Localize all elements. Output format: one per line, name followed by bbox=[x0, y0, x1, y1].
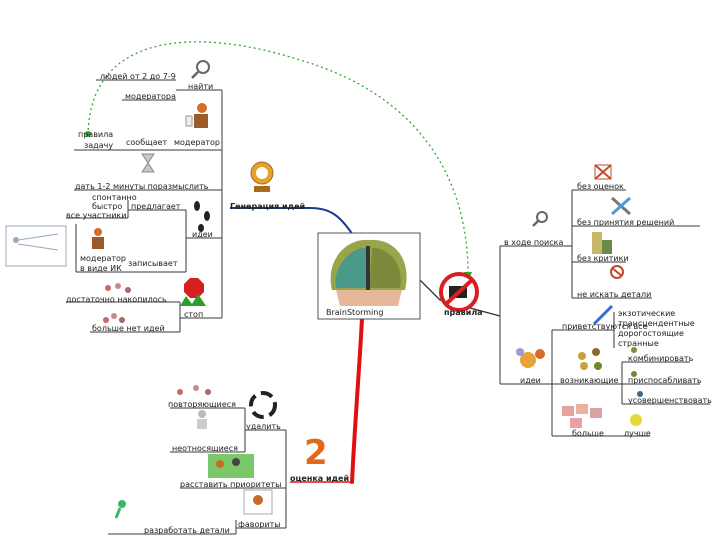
connector-evaluation bbox=[350, 316, 364, 484]
no-camera-icon bbox=[439, 272, 479, 312]
node-enough[interactable]: достаточно накопилось bbox=[66, 295, 167, 304]
node-no-decisions[interactable]: без принятия решений bbox=[577, 218, 675, 227]
node-moderator[interactable]: модератора bbox=[125, 92, 176, 101]
rotating-arrows-icon bbox=[249, 391, 277, 419]
node-better[interactable]: лучше bbox=[624, 429, 651, 438]
node-ideas[interactable]: идеи bbox=[192, 230, 213, 239]
center-label[interactable]: BrainStorming bbox=[326, 308, 384, 317]
step-number: 2 bbox=[304, 433, 328, 473]
node-no-criticism[interactable]: без критики bbox=[577, 254, 629, 263]
node-exotic3[interactable]: дорогостоящие bbox=[618, 329, 684, 338]
node-people[interactable]: людей от 2 до 7-9 bbox=[100, 72, 176, 81]
no-details-icon bbox=[610, 265, 624, 279]
branch-rules[interactable]: правила bbox=[444, 308, 483, 317]
people-icon bbox=[105, 283, 131, 293]
node-in-form[interactable]: в виде ИК bbox=[80, 264, 122, 273]
node-unrelated[interactable]: неотносящиеся bbox=[172, 444, 238, 453]
node-no-details[interactable]: не искать детали bbox=[577, 290, 652, 299]
combine-icon bbox=[631, 347, 643, 397]
ideas-star-icon bbox=[516, 348, 545, 368]
node-offers[interactable]: предлагает bbox=[131, 202, 181, 211]
diagram-thumbnail bbox=[5, 225, 67, 267]
footprints-icon bbox=[194, 201, 210, 232]
node-combine[interactable]: комбинировать bbox=[628, 354, 694, 363]
node-repeated[interactable]: повторяющиеся bbox=[168, 400, 236, 409]
node-task[interactable]: задачу bbox=[84, 141, 114, 150]
node-exotic4[interactable]: странные bbox=[618, 339, 659, 348]
node-moderator2[interactable]: модератор bbox=[174, 138, 220, 147]
node-moderator3[interactable]: модератор bbox=[80, 254, 126, 263]
clock-icon bbox=[250, 161, 274, 192]
critic-icon bbox=[592, 232, 612, 254]
node-records[interactable]: записывает bbox=[128, 259, 178, 268]
hourglass-icon bbox=[141, 153, 155, 173]
pen-icon bbox=[592, 304, 614, 326]
node-exotic2[interactable]: трансцендентные bbox=[618, 319, 695, 328]
moderator-icon bbox=[92, 228, 104, 249]
node-no-evaluation[interactable]: без оценок bbox=[577, 182, 624, 191]
node-develop[interactable]: разработать детали bbox=[144, 526, 230, 535]
people-icon bbox=[562, 404, 602, 428]
stop-sign-icon bbox=[180, 278, 206, 306]
people-icon bbox=[578, 348, 602, 370]
people-icon bbox=[103, 313, 125, 323]
node-everyone[interactable]: все участники bbox=[66, 211, 127, 220]
node-ideas-right[interactable]: идеи bbox=[520, 376, 541, 385]
node-arising[interactable]: возникающие bbox=[560, 376, 619, 385]
node-stop[interactable]: стоп bbox=[184, 310, 204, 319]
branch-generation[interactable]: Генерация идей bbox=[230, 202, 306, 211]
node-search[interactable]: в ходе поиска bbox=[504, 238, 564, 247]
node-quickly[interactable]: быстро bbox=[92, 202, 123, 211]
tools-icon bbox=[611, 196, 631, 216]
connector-generation bbox=[230, 207, 356, 239]
center-node[interactable] bbox=[317, 232, 421, 320]
node-improve[interactable]: усовершенствовать bbox=[628, 396, 712, 405]
magnifier-icon bbox=[532, 211, 548, 227]
node-favorites[interactable]: фавориты bbox=[238, 520, 281, 529]
people-icon bbox=[177, 385, 211, 395]
node-adapt[interactable]: приспосабливать bbox=[628, 376, 702, 385]
priorities-icon bbox=[208, 454, 254, 478]
node-rules[interactable]: правила bbox=[78, 130, 114, 139]
node-find[interactable]: найти bbox=[188, 82, 214, 91]
node-welcome[interactable]: приветствуются все bbox=[562, 322, 648, 331]
runner-icon bbox=[114, 500, 126, 519]
node-more[interactable]: больше bbox=[572, 429, 604, 438]
node-priorities[interactable]: расставить приоритеты bbox=[180, 480, 282, 489]
magnifier-icon bbox=[191, 60, 210, 79]
node-no-more[interactable]: больше нет идей bbox=[92, 324, 165, 333]
favorites-icon bbox=[243, 489, 273, 515]
person-icon bbox=[197, 410, 207, 429]
connector-rules bbox=[419, 279, 501, 317]
branch-evaluation[interactable]: оценка идей bbox=[290, 474, 350, 483]
moderator-icon bbox=[185, 103, 208, 128]
node-spontaneous[interactable]: спонтанно bbox=[92, 193, 137, 202]
cross-out-icon bbox=[594, 164, 612, 180]
lightbulb-icon bbox=[630, 414, 642, 426]
node-reports[interactable]: сообщает bbox=[126, 138, 168, 147]
node-think-time[interactable]: дать 1-2 минуты поразмыслить bbox=[75, 182, 209, 191]
node-delete[interactable]: удалить bbox=[246, 422, 281, 431]
node-exotic1[interactable]: экзотические bbox=[618, 309, 676, 318]
